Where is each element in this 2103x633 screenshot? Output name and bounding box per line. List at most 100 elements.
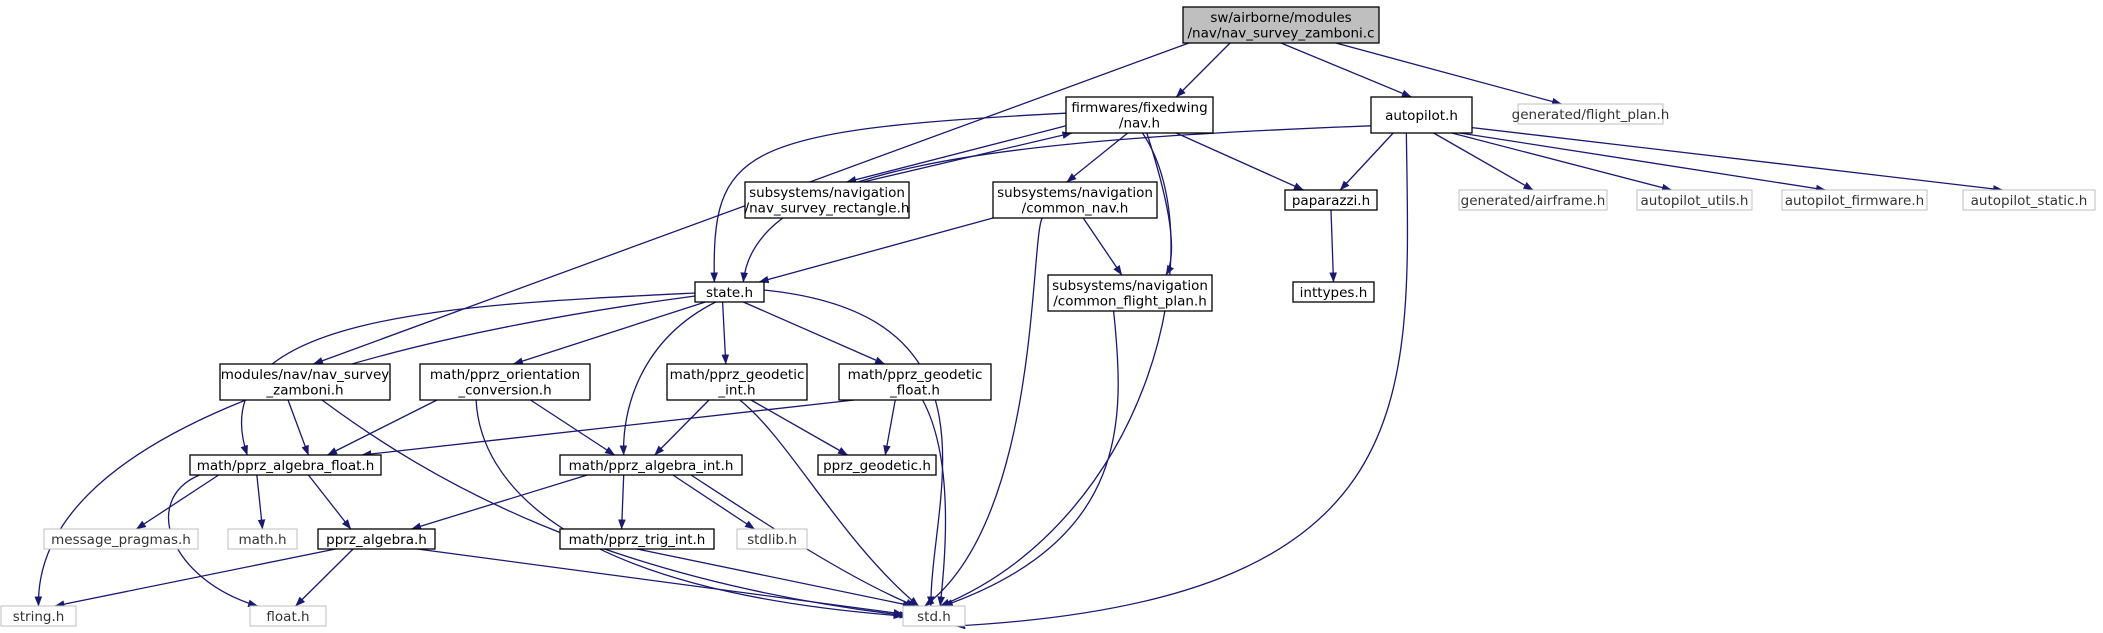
edge-common_flight_plan_h-to-std_h bbox=[942, 310, 1119, 607]
node-box bbox=[1047, 274, 1213, 312]
node-box bbox=[249, 605, 327, 627]
node-box bbox=[227, 528, 298, 550]
node-box bbox=[1284, 189, 1378, 211]
node-label: math/pprz_algebra_int.h bbox=[569, 458, 734, 474]
node-state_h[interactable]: state.h bbox=[694, 281, 765, 303]
node-label: /nav_survey_rectangle.h bbox=[745, 201, 910, 217]
edge-nav_survey_zamboni_h-to-std_h bbox=[321, 399, 910, 619]
node-box bbox=[43, 528, 199, 550]
node-label: message_pragmas.h bbox=[51, 532, 191, 548]
node-label: subsystems/navigation bbox=[749, 185, 905, 201]
edge-state_h-to-pprz_algebra_int_h bbox=[619, 301, 716, 456]
node-label: pprz_geodetic.h bbox=[823, 458, 931, 474]
edge-autopilot_h-to-autopilot_firmware_h bbox=[1459, 132, 1826, 193]
node-label: stdlib.h bbox=[747, 532, 797, 548]
edge-fixedwing_nav_h-to-common_nav_h bbox=[1066, 132, 1129, 183]
node-label: _float.h bbox=[889, 383, 940, 399]
node-fixedwing_nav_h[interactable]: firmwares/fixedwing/nav.h bbox=[1065, 96, 1214, 134]
node-box bbox=[838, 363, 992, 401]
node-label: state.h bbox=[706, 285, 753, 301]
node-box bbox=[317, 528, 436, 550]
edge-autopilot_h-to-autopilot_static_h bbox=[1471, 126, 2004, 193]
node-box bbox=[1636, 189, 1753, 211]
node-pprz_algebra_h[interactable]: pprz_algebra.h bbox=[317, 528, 436, 550]
node-stdlib_h: stdlib.h bbox=[736, 528, 808, 550]
node-message_pragmas_h: message_pragmas.h bbox=[43, 528, 199, 550]
node-label: math.h bbox=[238, 532, 286, 548]
edge-state_h-to-std_h bbox=[763, 289, 944, 607]
node-generated_airframe_h: generated/airframe.h bbox=[1458, 189, 1608, 211]
edge-pprz_trig_int_h-to-std_h bbox=[636, 548, 913, 608]
node-label: autopilot_utils.h bbox=[1641, 193, 1749, 209]
node-nav_survey_zamboni_h[interactable]: modules/nav/nav_survey_zamboni.h bbox=[219, 363, 391, 401]
edge-pprz_geodetic_float_h-to-pprz_geodetic_h bbox=[883, 399, 896, 456]
edge-autopilot_h-to-generated_airframe_h bbox=[1433, 132, 1534, 191]
node-label: /common_nav.h bbox=[1022, 201, 1129, 217]
node-nav_survey_rectangle_h[interactable]: subsystems/navigation/nav_survey_rectang… bbox=[744, 181, 910, 219]
node-label: math/pprz_orientation bbox=[430, 367, 580, 383]
edge-fixedwing_nav_h-to-state_h bbox=[710, 112, 1067, 283]
node-box bbox=[744, 181, 910, 219]
node-paparazzi_h[interactable]: paparazzi.h bbox=[1284, 189, 1378, 211]
node-label: /common_flight_plan.h bbox=[1053, 294, 1207, 310]
edge-pprz_orientation_conversion_h-to-pprz_algebra_float_h bbox=[327, 399, 438, 456]
node-box bbox=[559, 454, 743, 476]
node-inttypes_h[interactable]: inttypes.h bbox=[1292, 281, 1375, 303]
edge-pprz_algebra_float_h-to-message_pragmas_h bbox=[135, 474, 220, 530]
node-box bbox=[419, 363, 591, 401]
node-pprz_algebra_float_h[interactable]: math/pprz_algebra_float.h bbox=[189, 454, 382, 476]
node-box bbox=[1517, 103, 1664, 125]
node-autopilot_firmware_h: autopilot_firmware.h bbox=[1781, 189, 1928, 211]
node-pprz_geodetic_float_h[interactable]: math/pprz_geodetic_float.h bbox=[838, 363, 992, 401]
node-label: /nav/nav_survey_zamboni.c bbox=[1187, 26, 1374, 42]
node-label: inttypes.h bbox=[1300, 285, 1368, 301]
node-pprz_geodetic_int_h[interactable]: math/pprz_geodetic_int.h bbox=[666, 363, 808, 401]
node-label: pprz_algebra.h bbox=[326, 532, 427, 548]
node-box bbox=[902, 605, 966, 627]
node-common_nav_h[interactable]: subsystems/navigation/common_nav.h bbox=[992, 181, 1158, 219]
node-pprz_trig_int_h[interactable]: math/pprz_trig_int.h bbox=[559, 528, 715, 550]
node-label: math/pprz_geodetic bbox=[670, 367, 805, 383]
edge-pprz_orientation_conversion_h-to-pprz_algebra_int_h bbox=[530, 399, 616, 456]
edge-pprz_geodetic_int_h-to-pprz_algebra_int_h bbox=[654, 399, 710, 456]
edge-pprz_algebra_int_h-to-pprz_algebra_h bbox=[411, 474, 588, 530]
node-label: sw/airborne/modules bbox=[1210, 10, 1351, 26]
node-float_h: float.h bbox=[249, 605, 327, 627]
edge-fixedwing_nav_h-to-nav_survey_rectangle_h bbox=[846, 125, 1067, 184]
node-autopilot_utils_h: autopilot_utils.h bbox=[1636, 189, 1753, 211]
edge-fixedwing_nav_h-to-std_h bbox=[939, 132, 1172, 607]
edge-autopilot_h-to-paparazzi_h bbox=[1339, 132, 1394, 191]
node-generated_flight_plan_h: generated/flight_plan.h bbox=[1512, 103, 1669, 125]
edge-pprz_algebra_float_h-to-math_h bbox=[256, 474, 266, 530]
node-label: float.h bbox=[266, 609, 309, 625]
node-math_h: math.h bbox=[227, 528, 298, 550]
node-box bbox=[694, 281, 765, 303]
edge-pprz_algebra_int_h-to-stdlib_h bbox=[672, 474, 755, 530]
node-label: firmwares/fixedwing bbox=[1071, 100, 1207, 116]
edge-nav_survey_zamboni_c-to-fixedwing_nav_h bbox=[1175, 42, 1231, 98]
node-label: modules/nav/nav_survey bbox=[221, 367, 390, 383]
edge-pprz_algebra_h-to-std_h bbox=[417, 548, 904, 617]
node-common_flight_plan_h[interactable]: subsystems/navigation/common_flight_plan… bbox=[1047, 274, 1213, 312]
node-box bbox=[1458, 189, 1608, 211]
edge-nav_survey_zamboni_h-to-pprz_algebra_float_h bbox=[287, 399, 310, 456]
edge-fixedwing_nav_h-to-paparazzi_h bbox=[1175, 132, 1304, 191]
node-box bbox=[0, 605, 77, 627]
node-label: subsystems/navigation bbox=[997, 185, 1153, 201]
edge-state_h-to-pprz_algebra_float_h bbox=[240, 292, 696, 456]
edge-state_h-to-pprz_geodetic_float_h bbox=[743, 301, 886, 365]
header-nodes: sw/airborne/modules/nav/nav_survey_zambo… bbox=[0, 6, 2096, 627]
edge-pprz_geodetic_int_h-to-pprz_geodetic_h bbox=[750, 399, 848, 456]
node-pprz_geodetic_h[interactable]: pprz_geodetic.h bbox=[817, 454, 937, 476]
node-label: _int.h bbox=[717, 383, 755, 399]
edge-common_nav_h-to-std_h bbox=[924, 217, 1043, 607]
node-pprz_algebra_int_h[interactable]: math/pprz_algebra_int.h bbox=[559, 454, 743, 476]
node-box bbox=[1182, 6, 1380, 44]
node-autopilot_h[interactable]: autopilot.h bbox=[1370, 96, 1473, 134]
node-pprz_orientation_conversion_h[interactable]: math/pprz_orientation_conversion.h bbox=[419, 363, 591, 401]
node-label: generated/airframe.h bbox=[1461, 193, 1606, 209]
node-box bbox=[1065, 96, 1214, 134]
edge-pprz_geodetic_float_h-to-pprz_algebra_float_h bbox=[361, 399, 855, 458]
node-label: subsystems/navigation bbox=[1052, 278, 1208, 294]
